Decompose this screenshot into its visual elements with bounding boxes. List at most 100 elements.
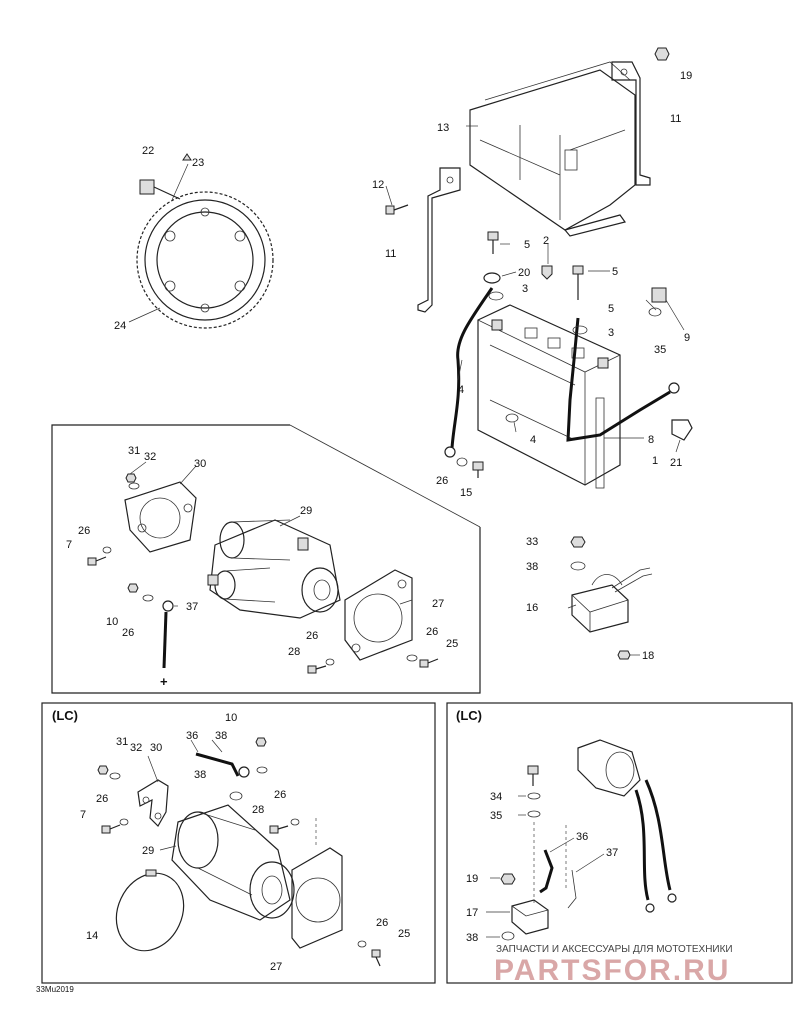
battery-cable-negative xyxy=(450,287,494,449)
lc-right-header: (LC) xyxy=(456,708,482,723)
callout-38a: 38 xyxy=(526,561,538,573)
washer-38b xyxy=(256,766,268,774)
callout-25a: 25 xyxy=(446,638,458,650)
starter-gasket-30 xyxy=(124,481,197,553)
callout-34: 34 xyxy=(490,791,502,803)
lc-flange-27 xyxy=(291,847,343,949)
bolt-7a xyxy=(87,556,107,566)
positive-symbol: + xyxy=(160,674,168,689)
washer-3a xyxy=(488,291,504,301)
washer-26c xyxy=(142,594,154,602)
bolt-28a xyxy=(307,665,327,674)
washer-26d xyxy=(325,658,335,666)
washer-23-icon xyxy=(182,153,192,161)
callout-18: 18 xyxy=(642,650,654,662)
lc-solenoid-panel-frame xyxy=(446,702,793,984)
starter-flange-27 xyxy=(344,569,413,661)
callout-28b: 28 xyxy=(252,804,264,816)
bolt-25b xyxy=(371,949,381,967)
nut-10b-icon xyxy=(255,737,267,747)
washer-26e xyxy=(406,654,418,662)
nut-2-icon xyxy=(541,265,553,280)
callout-15: 15 xyxy=(460,487,472,499)
callout-1: 1 xyxy=(652,455,658,467)
callout-16: 16 xyxy=(526,602,538,614)
watermark-tagline: ЗАПЧАСТИ И АКСЕССУАРЫ ДЛЯ МОТОТЕХНИКИ xyxy=(496,944,733,955)
callout-35b: 35 xyxy=(490,810,502,822)
cable-lug-positive xyxy=(668,382,680,394)
solenoid-16 xyxy=(571,567,653,633)
callout-5a: 5 xyxy=(524,239,530,251)
callout-7a: 7 xyxy=(66,539,72,551)
nut-18-icon xyxy=(617,650,631,660)
hose-clamp-14 xyxy=(115,869,185,952)
lc-starter-panel-frame xyxy=(41,702,436,984)
washer-26a xyxy=(456,457,468,467)
cable-lug-negative xyxy=(444,446,456,458)
starter-motor-29 xyxy=(207,519,341,619)
callout-10b: 10 xyxy=(225,712,237,724)
callout-33: 33 xyxy=(526,536,538,548)
lower-bracket xyxy=(417,167,461,313)
lc-cable-36 xyxy=(195,752,250,778)
washer-38d xyxy=(501,931,515,941)
nut-19-icon xyxy=(654,47,670,61)
battery xyxy=(477,304,621,486)
bolt-7b xyxy=(101,824,121,834)
callout-20: 20 xyxy=(518,267,530,279)
panel-diagonal-line xyxy=(289,424,481,528)
battery-bolt-5a xyxy=(487,231,499,254)
washer-26h xyxy=(357,940,367,948)
nut-31-icon xyxy=(125,473,137,483)
callout-26e: 26 xyxy=(426,626,438,638)
callout-26d: 26 xyxy=(306,630,318,642)
terminal-cap-9 xyxy=(651,287,667,303)
lc-cable-36b xyxy=(539,849,554,894)
washer-35b xyxy=(527,810,541,818)
callout-5c: 5 xyxy=(608,303,614,315)
ring-gear xyxy=(136,191,274,329)
callout-9: 9 xyxy=(684,332,690,344)
nut-19b-icon xyxy=(500,873,516,885)
callout-38b: 38 xyxy=(215,730,227,742)
callout-8: 8 xyxy=(648,434,654,446)
callout-26f: 26 xyxy=(96,793,108,805)
bolt-25a xyxy=(419,658,439,668)
callout-11a: 11 xyxy=(670,113,681,125)
callout-2: 2 xyxy=(543,235,549,247)
callout-26a: 26 xyxy=(436,475,448,487)
callout-24: 24 xyxy=(114,320,126,332)
vent-elbow-21 xyxy=(671,419,693,441)
callout-35a: 35 xyxy=(654,344,666,356)
ring-gear-bolt xyxy=(139,179,181,200)
callout-23: 23 xyxy=(192,157,204,169)
washer-26b xyxy=(102,546,112,554)
callout-26b: 26 xyxy=(78,525,90,537)
ignition-switch xyxy=(577,739,677,913)
drawing-code: 33Mu2019 xyxy=(36,985,74,994)
lc-bracket-30 xyxy=(137,779,169,827)
washer-3b xyxy=(572,325,588,335)
bracket-bolt-12 xyxy=(385,204,409,215)
callout-4b: 4 xyxy=(530,434,536,446)
solenoid-17 xyxy=(511,899,549,935)
callout-22: 22 xyxy=(142,145,154,157)
callout-29b: 29 xyxy=(142,845,154,857)
callout-32b: 32 xyxy=(130,742,142,754)
callout-17: 17 xyxy=(466,907,478,919)
callout-38d: 38 xyxy=(466,932,478,944)
washer-4 xyxy=(505,413,519,423)
callout-38c: 38 xyxy=(194,769,206,781)
callout-11b: 11 xyxy=(385,248,396,260)
callout-37a: 37 xyxy=(186,601,198,613)
callout-27b: 27 xyxy=(270,961,282,973)
callout-30b: 30 xyxy=(150,742,162,754)
washer-34 xyxy=(527,792,541,800)
bolt-34 xyxy=(527,765,539,786)
panel-frames xyxy=(41,424,793,984)
callout-14: 14 xyxy=(86,930,98,942)
callout-26g: 26 xyxy=(274,789,286,801)
washer-35a xyxy=(648,307,662,317)
battery-bolt-5b xyxy=(572,265,584,300)
